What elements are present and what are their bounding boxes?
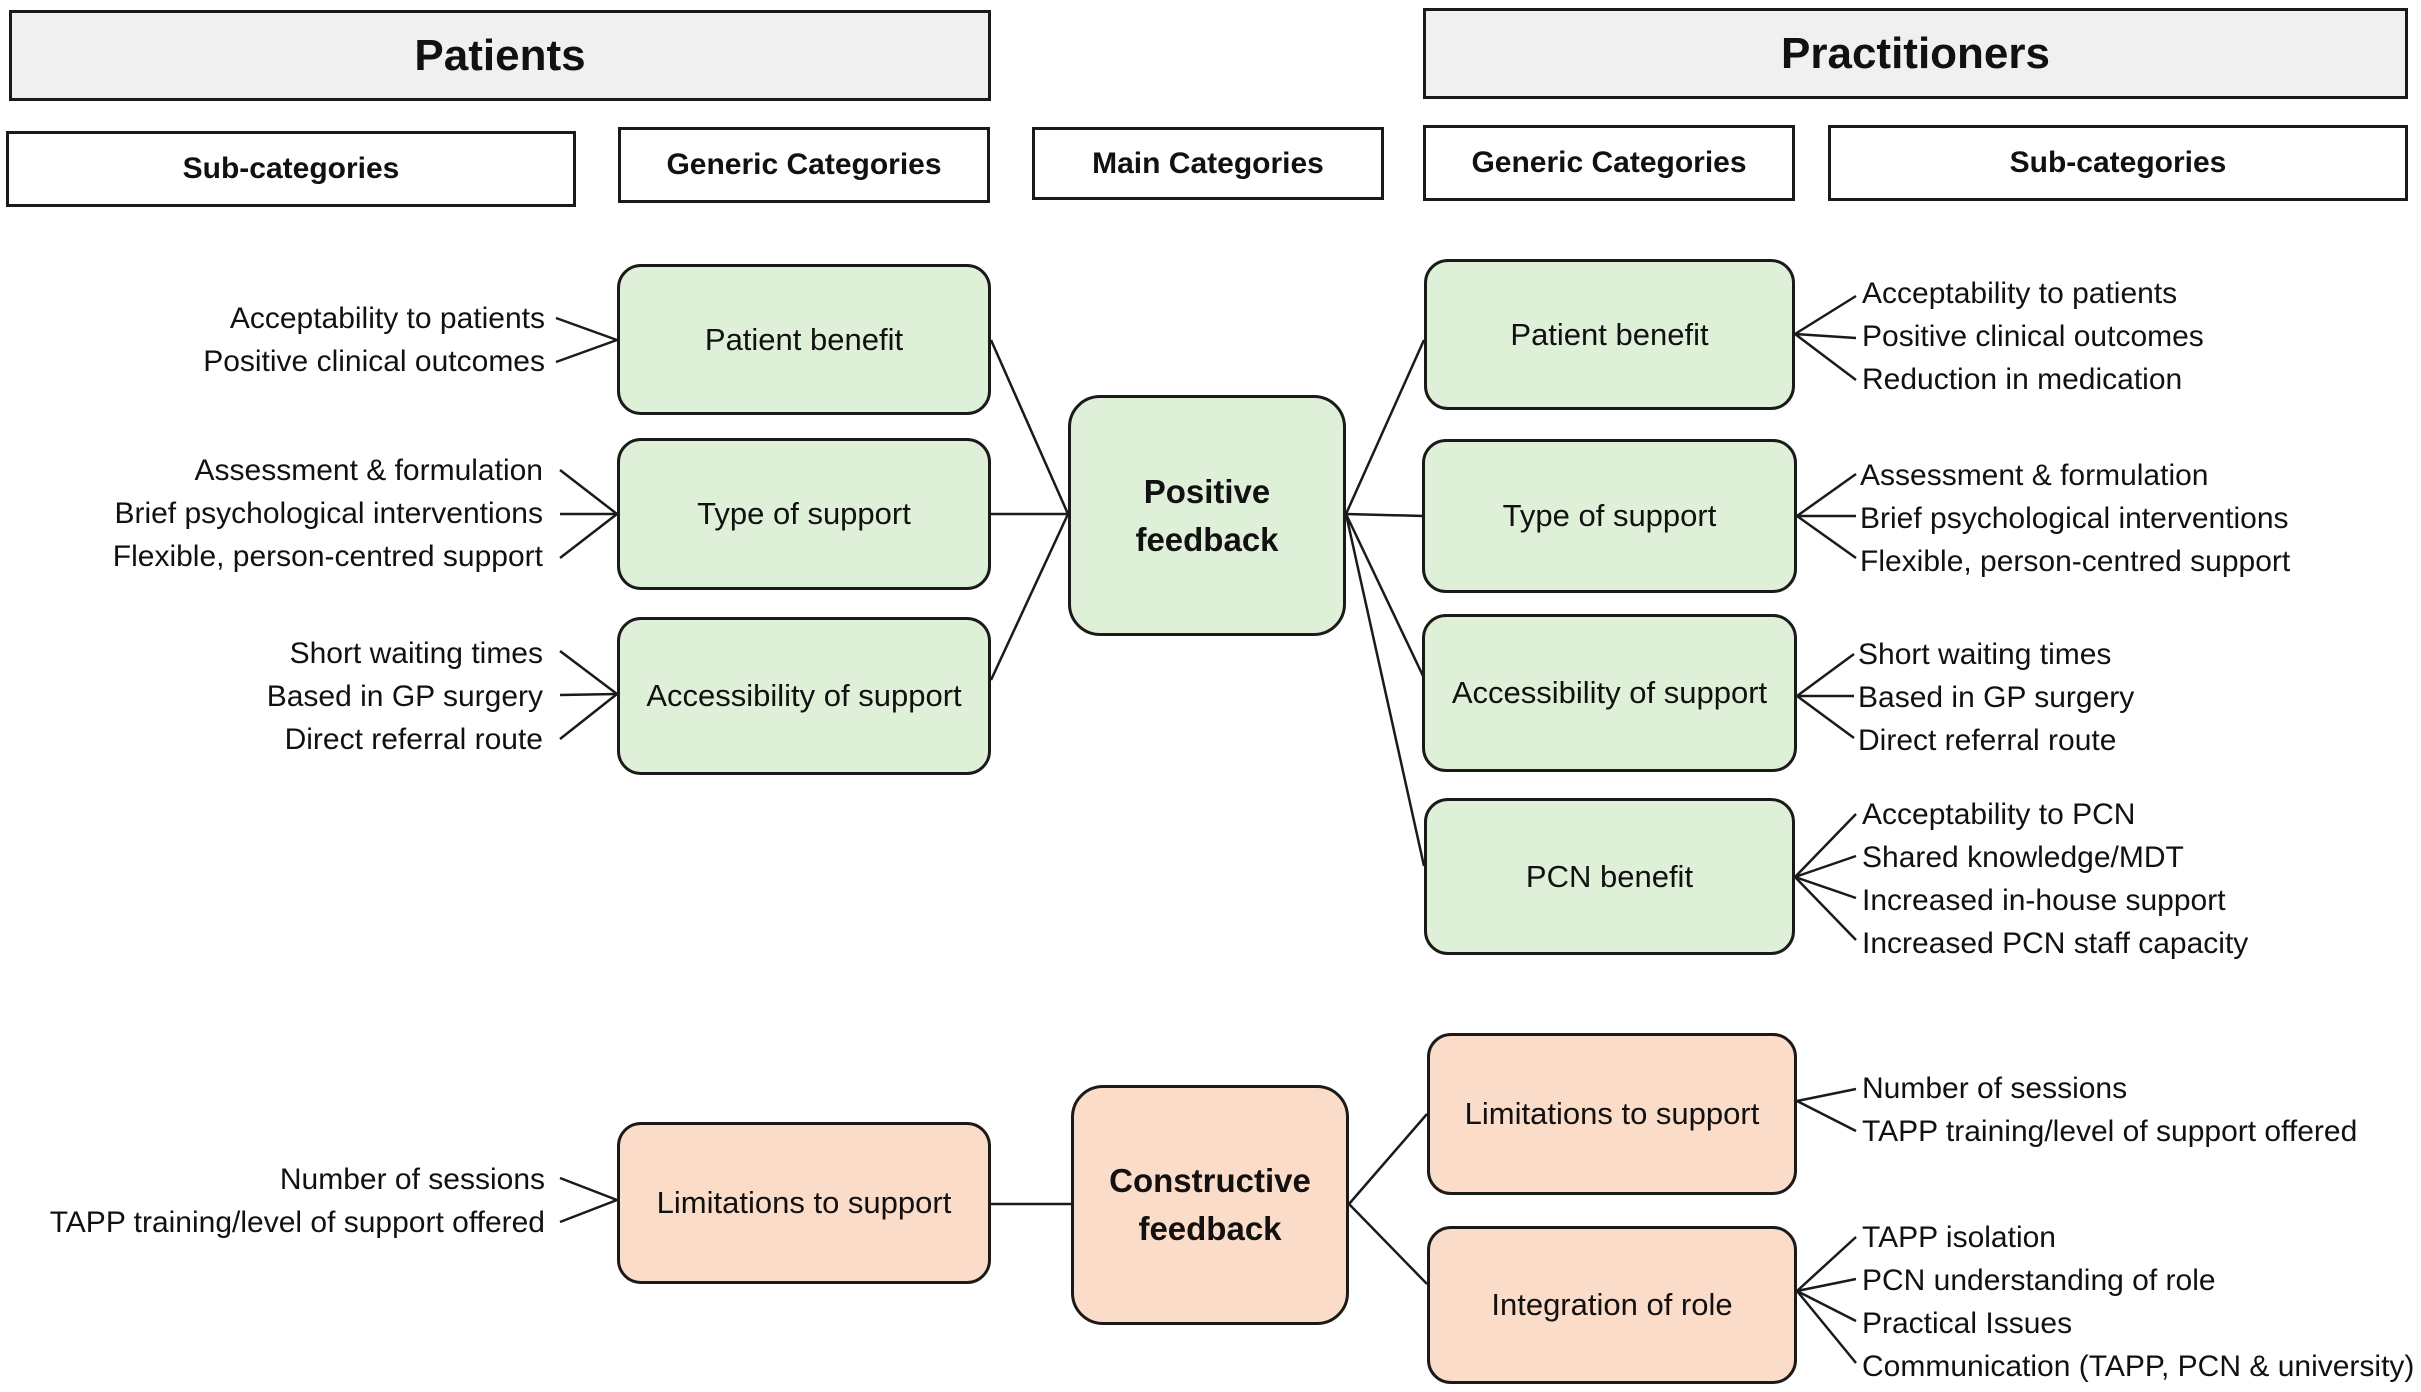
subcategory-item: Increased PCN staff capacity [1862,927,2249,960]
subcategory-item: Positive clinical outcomes [1862,320,2204,353]
subcategory-item: Flexible, person-centred support [112,540,543,573]
subcategory-item: Practical Issues [1862,1307,2073,1340]
practitioners-integration-subcategories: TAPP isolation PCN understanding of role… [1862,1216,2414,1388]
practitioners-integration-of-role-node: Integration of role [1427,1226,1797,1384]
practitioners-limitations-subcategories: Number of sessions TAPP training/level o… [1862,1067,2357,1153]
subcategory-item: Acceptability to patients [229,302,545,335]
practitioners-type-of-support-node: Type of support [1422,439,1797,593]
practitioners-patient-benefit-node: Patient benefit [1424,259,1795,410]
subcategory-item: Short waiting times [1858,638,2112,671]
subcategory-item: TAPP training/level of support offered [1862,1115,2358,1148]
subcategory-item: Reduction in medication [1862,363,2183,396]
subcategory-item: Assessment & formulation [1860,459,2209,492]
subcategory-item: Based in GP surgery [266,680,543,713]
subcategory-item: Number of sessions [1862,1072,2128,1105]
practitioners-type-of-support-subcategories: Assessment & formulation Brief psycholog… [1860,454,2290,583]
subcategory-item: Acceptability to patients [1862,277,2178,310]
patients-patient-benefit-subcategories: Acceptability to patients Positive clini… [203,297,545,383]
patients-patient-benefit-node: Patient benefit [617,264,991,415]
subcategory-item: Assessment & formulation [194,454,543,487]
practitioners-limitations-to-support-node: Limitations to support [1427,1033,1797,1195]
subcategory-item: Direct referral route [1858,724,2117,757]
practitioners-pcn-benefit-node: PCN benefit [1424,798,1795,955]
subcategory-item: Shared knowledge/MDT [1862,841,2184,874]
practitioners-pcn-benefit-subcategories: Acceptability to PCN Shared knowledge/MD… [1862,793,2248,965]
subcategory-item: Brief psychological interventions [1860,502,2289,535]
patients-subcategories-header: Sub-categories [6,131,576,207]
practitioners-generic-categories-header: Generic Categories [1423,125,1795,201]
subcategory-item: Acceptability to PCN [1862,798,2136,831]
patients-generic-categories-header: Generic Categories [618,127,990,203]
subcategory-item: PCN understanding of role [1862,1264,2216,1297]
subcategory-item: Positive clinical outcomes [203,345,545,378]
subcategory-item: Based in GP surgery [1858,681,2135,714]
practitioners-patient-benefit-subcategories: Acceptability to patients Positive clini… [1862,272,2204,401]
practitioners-subcategories-header: Sub-categories [1828,125,2408,201]
subcategory-item: Flexible, person-centred support [1860,545,2291,578]
patients-type-of-support-subcategories: Assessment & formulation Brief psycholog… [113,449,543,578]
patients-banner: Patients [9,10,991,101]
patients-limitations-subcategories: Number of sessions TAPP training/level o… [50,1158,545,1244]
practitioners-accessibility-of-support-node: Accessibility of support [1422,614,1797,772]
subcategory-item: Short waiting times [289,637,543,670]
practitioners-banner: Practitioners [1423,8,2408,99]
patients-accessibility-subcategories: Short waiting times Based in GP surgery … [267,632,543,761]
subcategory-item: TAPP training/level of support offered [49,1206,545,1239]
practitioners-accessibility-subcategories: Short waiting times Based in GP surgery … [1858,633,2134,762]
main-categories-header: Main Categories [1032,127,1384,200]
subcategory-item: Direct referral route [284,723,543,756]
patients-accessibility-of-support-node: Accessibility of support [617,617,991,775]
patients-type-of-support-node: Type of support [617,438,991,590]
subcategory-item: Communication (TAPP, PCN & university) [1862,1350,2415,1383]
patients-limitations-to-support-node: Limitations to support [617,1122,991,1284]
subcategory-item: Brief psychological interventions [114,497,543,530]
subcategory-item: Increased in-house support [1862,884,2226,917]
subcategory-item: Number of sessions [279,1163,545,1196]
subcategory-item: TAPP isolation [1862,1221,2056,1254]
